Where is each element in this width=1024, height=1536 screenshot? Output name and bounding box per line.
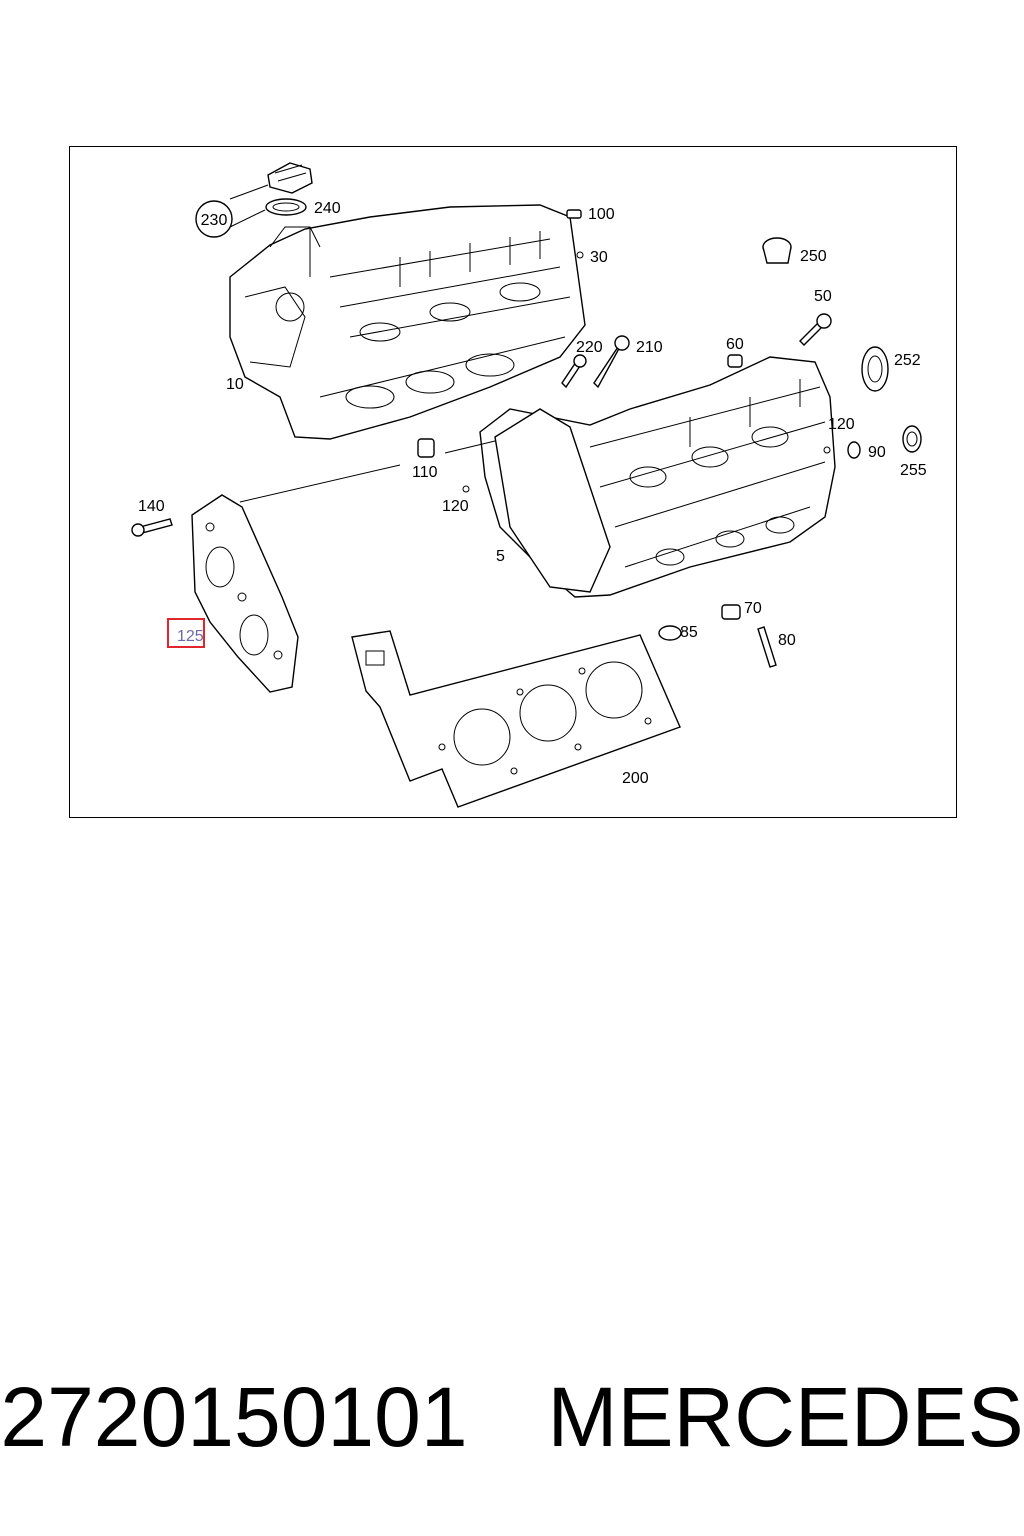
- callout-110: 110: [412, 464, 438, 481]
- cap-250: [762, 237, 792, 264]
- dowel-pin-100: [566, 209, 582, 219]
- callout-10: 10: [226, 376, 244, 393]
- svg-text:230: 230: [201, 212, 228, 229]
- callout-200: 200: [622, 770, 649, 787]
- callout-230: 230: [195, 200, 233, 238]
- callout-252: 252: [894, 352, 921, 369]
- exploded-parts-diagram: 230 240 100 30 250 50 252 60 210 220 10 …: [69, 146, 957, 818]
- oil-filler-cap: [267, 162, 313, 194]
- gear-252: [861, 346, 889, 392]
- stud-80: [757, 626, 777, 668]
- callout-255: 255: [900, 462, 927, 479]
- head-gasket-200: [351, 630, 681, 808]
- callout-5: 5: [496, 548, 505, 565]
- callout-85: 85: [680, 624, 698, 641]
- callout-140: 140: [138, 498, 165, 515]
- sleeve-110: [417, 438, 435, 458]
- callout-220: 220: [576, 339, 603, 356]
- callout-80: 80: [778, 632, 796, 649]
- callout-125-highlighted[interactable]: 125: [167, 618, 205, 648]
- callout-60: 60: [726, 336, 744, 353]
- part-number: 2720150101: [0, 1369, 468, 1464]
- brand-name: MERCEDES: [547, 1369, 1024, 1464]
- bolt-140: [131, 518, 173, 537]
- callout-240: 240: [314, 200, 341, 217]
- callout-100: 100: [588, 206, 615, 223]
- callout-120-right: 120: [828, 416, 855, 433]
- filler-cap-seal: [265, 198, 307, 216]
- callout-30: 30: [590, 249, 608, 266]
- callout-250: 250: [800, 248, 827, 265]
- callout-70: 70: [744, 600, 762, 617]
- callout-120-left: 120: [442, 498, 469, 515]
- cylinder-head-left: [229, 204, 586, 440]
- sleeve-85: [658, 625, 682, 641]
- diagram-canvas: 230 240 100 30 250 50 252 60 210 220 10 …: [131, 162, 927, 808]
- sleeve-70: [721, 604, 741, 620]
- plug-30: [576, 251, 584, 259]
- plug-90: [847, 441, 861, 459]
- sleeve-60: [727, 354, 743, 368]
- callout-90: 90: [868, 444, 886, 461]
- cylinder-head-right: [479, 356, 836, 598]
- callout-50: 50: [814, 288, 832, 305]
- callout-210: 210: [636, 339, 663, 356]
- timing-cover-125: [191, 494, 299, 693]
- part-caption: 2720150101 MERCEDES: [0, 1362, 1024, 1472]
- svg-text:125: 125: [177, 628, 204, 645]
- ring-255: [902, 425, 922, 453]
